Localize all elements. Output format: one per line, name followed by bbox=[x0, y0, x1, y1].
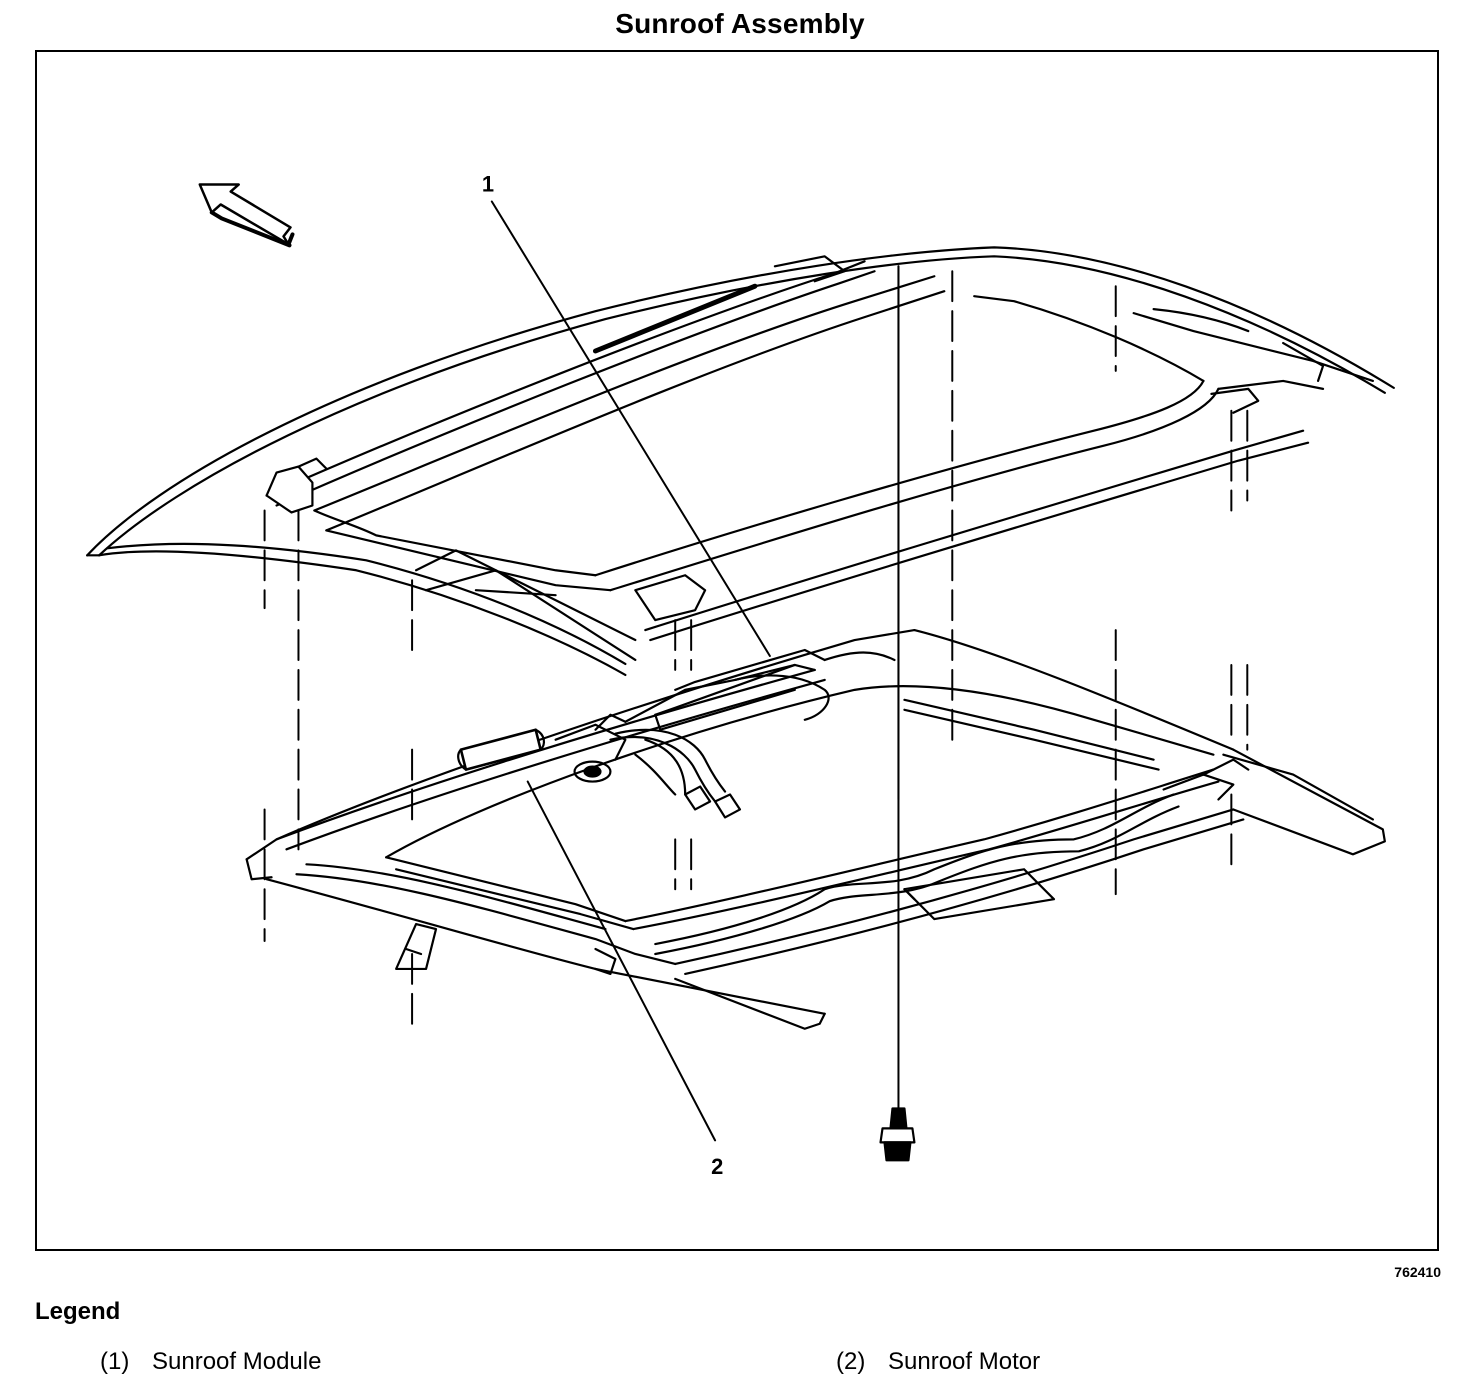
bolt-fastener-icon bbox=[879, 1107, 916, 1162]
legend-item-label: Sunroof Motor bbox=[888, 1348, 1041, 1375]
legend-item: (1) Sunroof Module bbox=[100, 1348, 321, 1376]
legend-item: (2) Sunroof Motor bbox=[836, 1348, 1040, 1376]
callout-1-leader bbox=[490, 200, 771, 657]
sunroof-assembly-drawing: 1 2 bbox=[86, 172, 1395, 1179]
callout-2-leader bbox=[526, 780, 717, 1142]
legend-title: Legend bbox=[35, 1298, 121, 1325]
legend-item-label: Sunroof Module bbox=[152, 1348, 322, 1375]
callout-1: 1 bbox=[482, 172, 494, 197]
legend-item-number: (2) bbox=[836, 1348, 866, 1375]
roof-panel bbox=[86, 246, 1395, 677]
figure-id: 762410 bbox=[1394, 1264, 1441, 1280]
alignment-lines bbox=[263, 270, 1249, 1035]
legend-item-number: (1) bbox=[100, 1348, 130, 1375]
page-title: Sunroof Assembly bbox=[615, 8, 865, 39]
diagram-frame: 1 2 bbox=[35, 50, 1439, 1251]
sunroof-module-frame bbox=[245, 628, 1386, 1030]
callout-2: 2 bbox=[711, 1154, 723, 1179]
front-direction-arrow-icon bbox=[198, 183, 295, 248]
